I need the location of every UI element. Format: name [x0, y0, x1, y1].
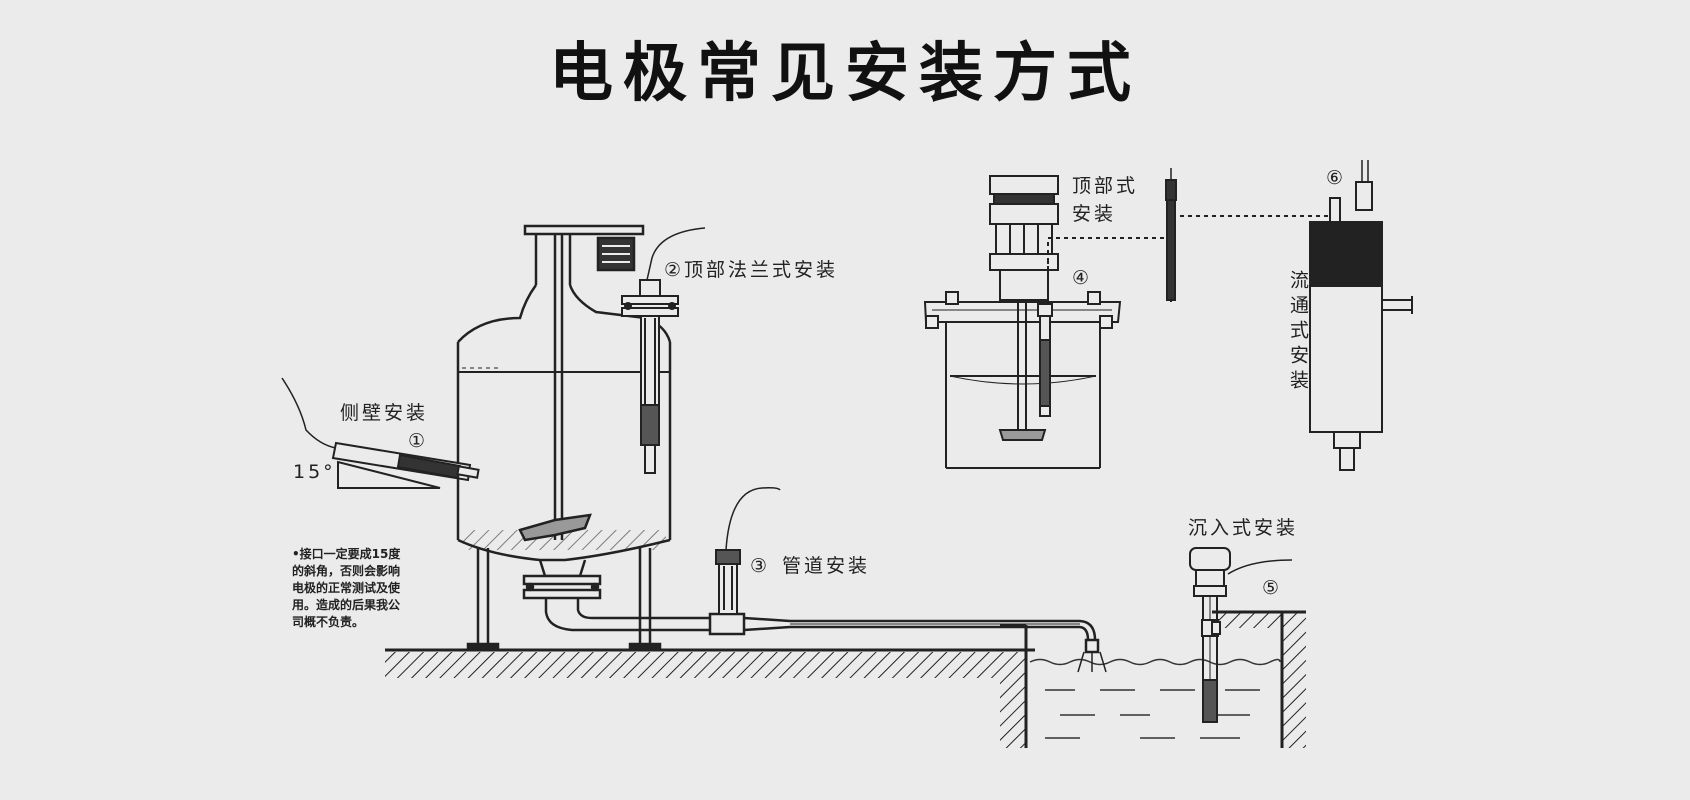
number-1: ① — [408, 430, 428, 452]
label-top-mount-line1: 顶部式 — [1072, 175, 1138, 197]
warning-note: •接口一定要成15度 的斜角，否则会影响 电极的正常测试及使 用。造成的后果我公… — [291, 546, 401, 629]
side-wall-electrode — [281, 377, 480, 489]
pit-water — [1029, 658, 1281, 739]
top-flange-electrode — [621, 227, 706, 474]
outlet-pipe — [544, 598, 1107, 673]
number-5: ⑤ — [1262, 577, 1282, 599]
top-mount-reactor — [923, 175, 1170, 469]
label-flow-through: 流通式安装 — [1287, 270, 1309, 395]
tank — [456, 224, 672, 652]
ground — [385, 610, 1306, 748]
note-line: 司概不负责。 — [292, 614, 364, 629]
pipe-electrode — [715, 487, 781, 615]
top-mount-sensor — [1165, 168, 1177, 302]
note-line: •接口一定要成15度 — [292, 546, 401, 561]
label-pipe: 管道安装 — [782, 555, 870, 577]
label-angle: 15° — [293, 461, 336, 483]
label-top-flange: ②顶部法兰式安装 — [664, 259, 838, 281]
note-line: 用。造成的后果我公 — [291, 597, 400, 612]
label-top-mount-line2: 安装 — [1072, 203, 1116, 225]
label-immersion: 沉入式安装 — [1188, 517, 1298, 539]
note-line: 电极的正常测试及使 — [292, 580, 401, 595]
flow-through-cell — [1309, 160, 1413, 471]
note-line: 的斜角，否则会影响 — [292, 563, 400, 578]
number-4: ④ — [1072, 267, 1092, 289]
page-title: 电极常见安装方式 — [549, 37, 1141, 111]
immersion-electrode — [1189, 547, 1293, 723]
label-side-wall: 侧壁安装 — [340, 402, 428, 424]
number-3: ③ — [750, 555, 770, 577]
number-6: ⑥ — [1326, 167, 1346, 189]
